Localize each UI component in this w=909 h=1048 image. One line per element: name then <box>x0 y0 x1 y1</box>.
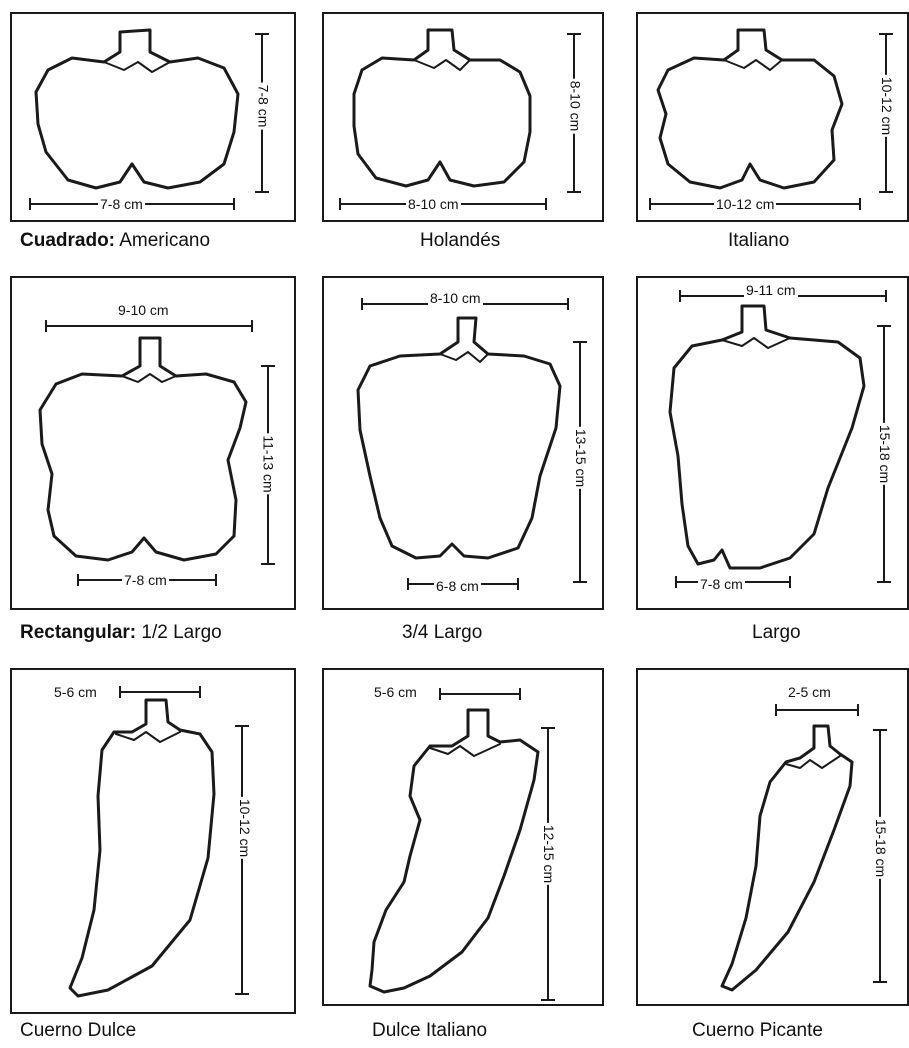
width-label: 7-8 cm <box>98 196 145 212</box>
top-width-label: 5-6 cm <box>52 684 99 700</box>
caption-americano: Cuadrado: Americano <box>20 230 210 252</box>
width-label: 10-12 cm <box>714 196 776 212</box>
caption-italiano: Italiano <box>728 230 789 252</box>
pepper-rectangular-outline <box>324 278 604 610</box>
top-width-label: 8-10 cm <box>428 290 483 306</box>
caption-variety: Cuerno Picante <box>692 1020 823 1041</box>
bottom-width-label: 7-8 cm <box>122 572 169 588</box>
caption-variety: 1/2 Largo <box>141 622 221 643</box>
panel-holandes: 8-10 cm 8-10 cm <box>322 12 604 222</box>
caption-cuerno-picante: Cuerno Picante <box>692 1020 823 1042</box>
top-width-label: 9-10 cm <box>116 302 171 318</box>
height-label: 7-8 cm <box>255 83 271 130</box>
caption-variety: Largo <box>752 622 801 643</box>
pepper-rectangular-outline <box>12 278 296 610</box>
panel-americano: 7-8 cm 7-8 cm <box>10 12 296 222</box>
caption-largo: Largo <box>752 622 801 644</box>
caption-tres-cuartos-largo: 3/4 Largo <box>402 622 482 644</box>
height-label: 11-13 cm <box>261 433 277 494</box>
caption-variety: Americano <box>119 230 210 251</box>
panel-italiano: 10-12 cm 10-12 cm <box>636 12 909 222</box>
caption-cuerno-dulce: Cuerno Dulce <box>20 1020 136 1042</box>
pepper-square-outline <box>638 14 909 222</box>
caption-medio-largo: Rectangular: 1/2 Largo <box>20 622 222 644</box>
width-label: 8-10 cm <box>406 196 461 212</box>
height-label: 12-15 cm <box>541 823 557 885</box>
caption-variety: Holandés <box>420 230 500 251</box>
top-width-label: 5-6 cm <box>372 684 419 700</box>
caption-category: Rectangular: <box>20 622 136 643</box>
height-label: 15-18 cm <box>873 817 889 879</box>
pepper-horn-outline <box>324 670 604 1006</box>
top-width-label: 9-11 cm <box>744 282 798 298</box>
pepper-rectangular-outline <box>638 278 909 610</box>
pepper-square-outline <box>12 14 296 222</box>
panel-cuerno-dulce: 5-6 cm 10-12 cm <box>10 668 296 1014</box>
top-width-label: 2-5 cm <box>786 684 833 700</box>
caption-holandes: Holandés <box>420 230 500 252</box>
panel-cuerno-picante: 2-5 cm 15-18 cm <box>636 668 909 1006</box>
caption-variety: 3/4 Largo <box>402 622 482 643</box>
pepper-horn-outline <box>12 670 296 1014</box>
caption-variety: Dulce Italiano <box>372 1020 487 1041</box>
panel-tres-cuartos-largo: 8-10 cm 13-15 cm 6-8 cm <box>322 276 604 610</box>
caption-variety: Italiano <box>728 230 789 251</box>
height-label: 8-10 cm <box>567 79 583 134</box>
panel-largo: 9-11 cm 15-18 cm 7-8 cm <box>636 276 909 610</box>
height-label: 10-12 cm <box>879 75 895 137</box>
caption-variety: Cuerno Dulce <box>20 1020 136 1041</box>
caption-category: Cuadrado: <box>20 230 115 251</box>
pepper-horn-outline <box>638 670 909 1006</box>
bottom-width-label: 6-8 cm <box>434 578 481 594</box>
height-label: 15-18 cm <box>877 423 893 485</box>
panel-medio-largo: 9-10 cm 11-13 cm 7-8 cm <box>10 276 296 610</box>
pepper-square-outline <box>324 14 604 222</box>
caption-dulce-italiano: Dulce Italiano <box>372 1020 487 1042</box>
bottom-width-label: 7-8 cm <box>698 576 745 592</box>
height-label: 13-15 cm <box>573 427 589 489</box>
panel-dulce-italiano: 5-6 cm 12-15 cm <box>322 668 604 1006</box>
height-label: 10-12 cm <box>237 797 253 859</box>
